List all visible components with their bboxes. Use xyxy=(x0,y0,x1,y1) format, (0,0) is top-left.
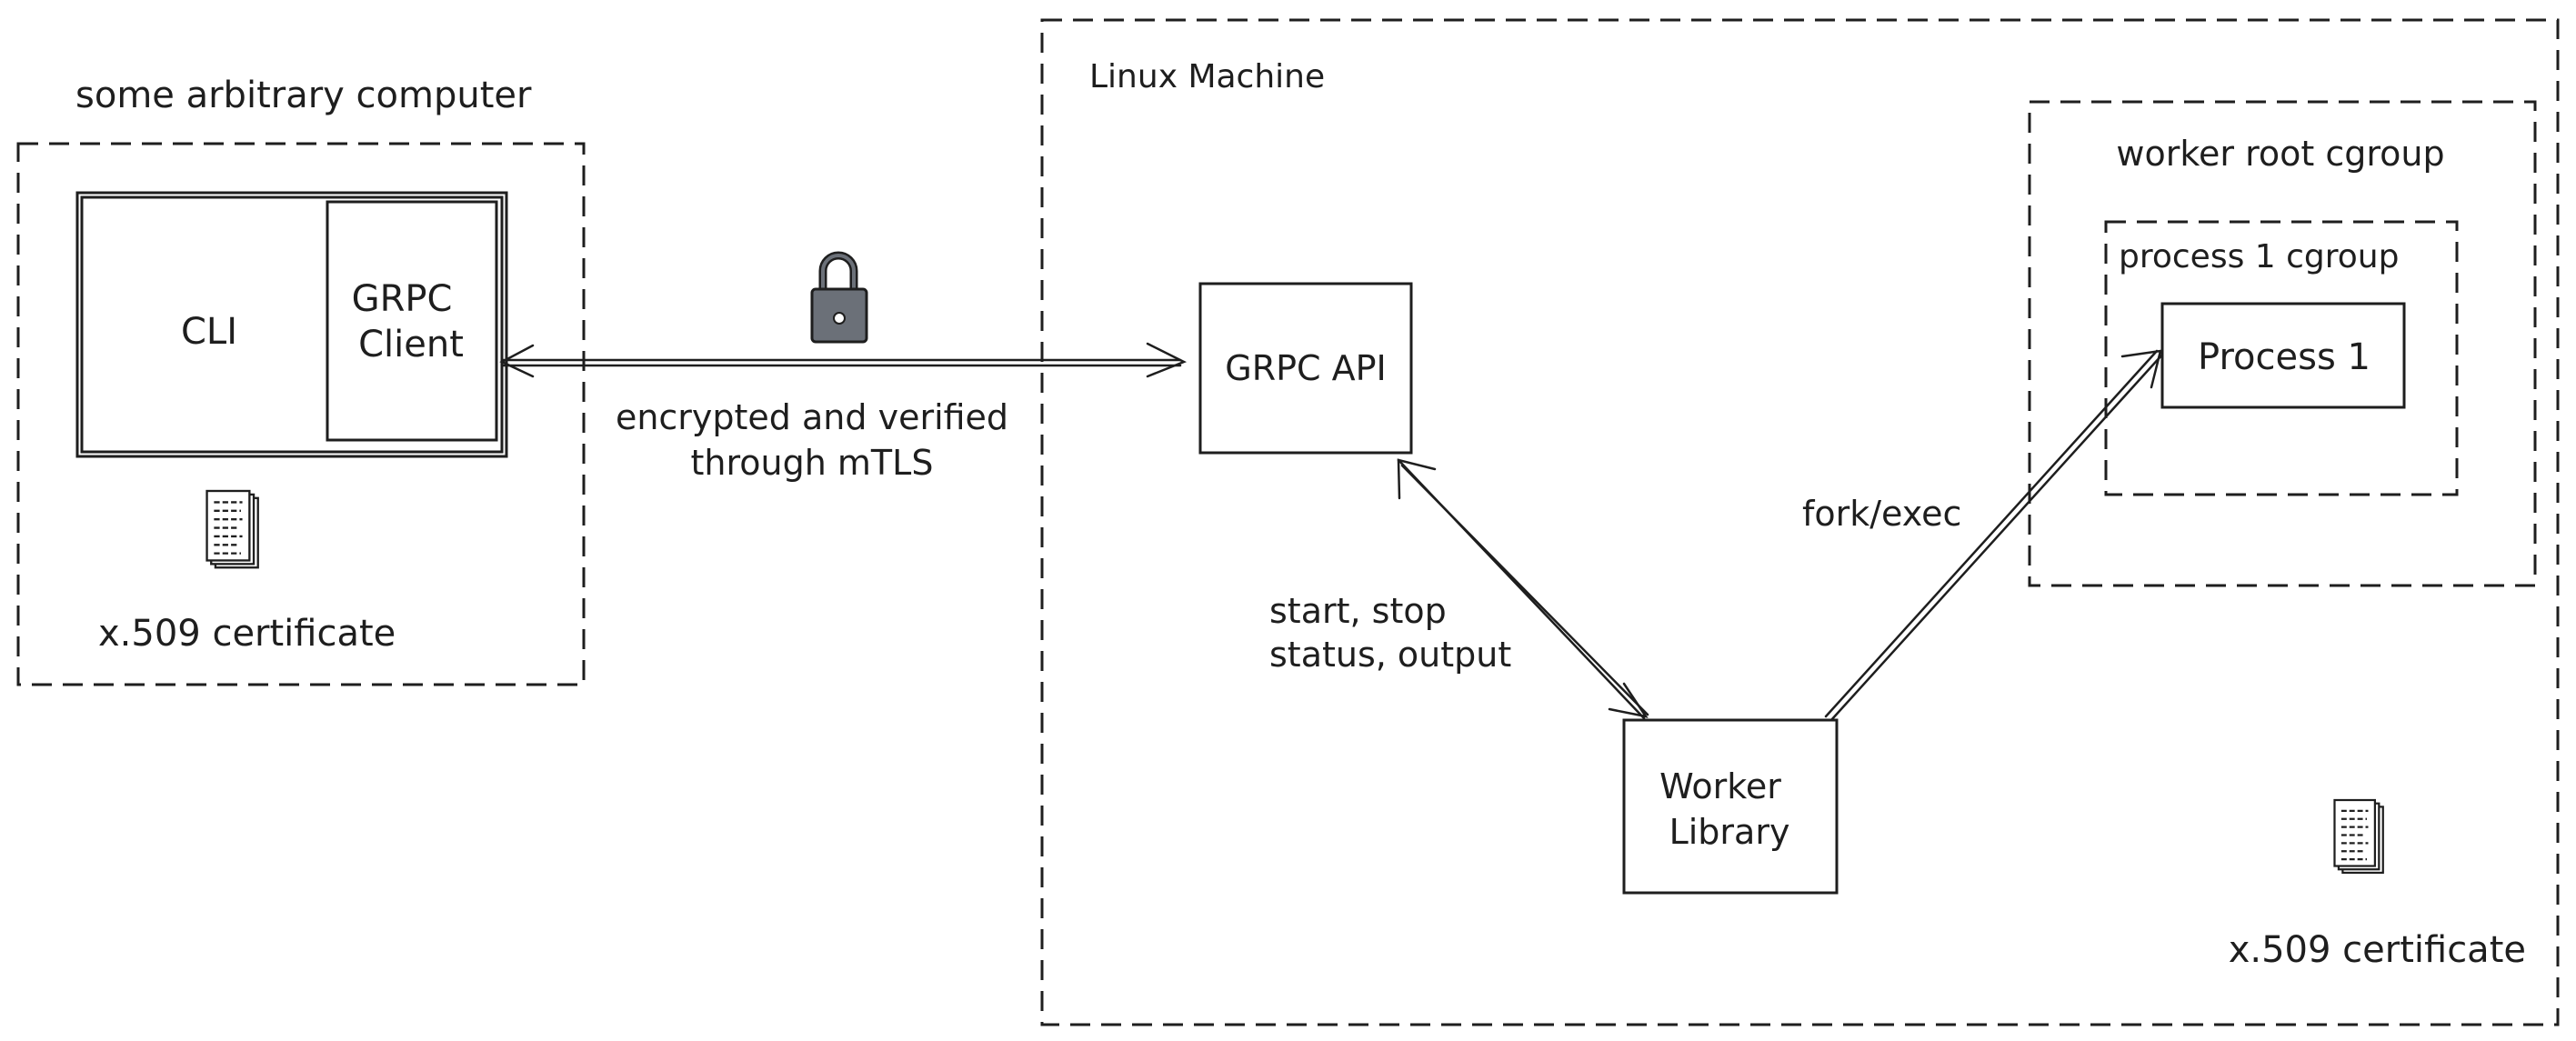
client-machine-boundary xyxy=(16,142,586,686)
process-cgroup: process 1 cgroup xyxy=(2104,220,2459,496)
mtls-label-line2: through mTLS xyxy=(691,443,934,483)
mtls-label-line1: encrypted and verified xyxy=(616,397,1008,437)
fork-exec-arrow xyxy=(1824,349,2164,722)
process-1-label: Process 1 xyxy=(2198,336,2371,378)
linux-machine-group: Linux Machine GRPC API start, stop statu… xyxy=(1040,18,2560,1026)
lock-icon xyxy=(810,251,868,344)
mtls-connection: encrypted and verified through mTLS xyxy=(499,251,1188,483)
server-certificate-icon xyxy=(2333,798,2384,875)
linux-machine-boundary xyxy=(1040,18,2560,1026)
worker-root-cgroup-boundary xyxy=(2028,100,2537,587)
worker-root-cgroup: worker root cgroup xyxy=(2028,100,2537,587)
process-1-box: Process 1 xyxy=(2160,302,2406,409)
server-certificate-label: x.509 certificate xyxy=(2229,929,2526,971)
api-worker-label-line2: status, output xyxy=(1269,635,1511,675)
cli-box: CLI xyxy=(75,191,508,458)
cli-label: CLI xyxy=(181,311,237,353)
client-machine-title: some arbitrary computer xyxy=(75,75,532,116)
grpc-api-box: GRPC API xyxy=(1198,282,1413,455)
worker-library-label-line2: Library xyxy=(1669,812,1790,852)
grpc-api-label: GRPC API xyxy=(1225,348,1387,388)
fork-exec-label: fork/exec xyxy=(1802,494,1961,534)
grpc-client-box: GRPC Client xyxy=(326,200,498,442)
client-machine-group: some arbitrary computer CLI GRPC Client … xyxy=(16,75,586,686)
worker-library-box: Worker Library xyxy=(1622,718,1839,895)
api-worker-arrow xyxy=(1397,458,1649,720)
worker-library-label-line1: Worker xyxy=(1659,766,1781,806)
client-certificate-label: x.509 certificate xyxy=(98,613,396,655)
linux-machine-title: Linux Machine xyxy=(1089,58,1325,95)
client-certificate-icon xyxy=(205,489,259,569)
grpc-client-label-line2: Client xyxy=(358,324,464,365)
grpc-client-label-line1: GRPC xyxy=(352,278,453,320)
process-cgroup-title: process 1 cgroup xyxy=(2119,238,2399,275)
worker-root-cgroup-title: worker root cgroup xyxy=(2116,134,2444,174)
api-worker-label-line1: start, stop xyxy=(1269,591,1447,631)
